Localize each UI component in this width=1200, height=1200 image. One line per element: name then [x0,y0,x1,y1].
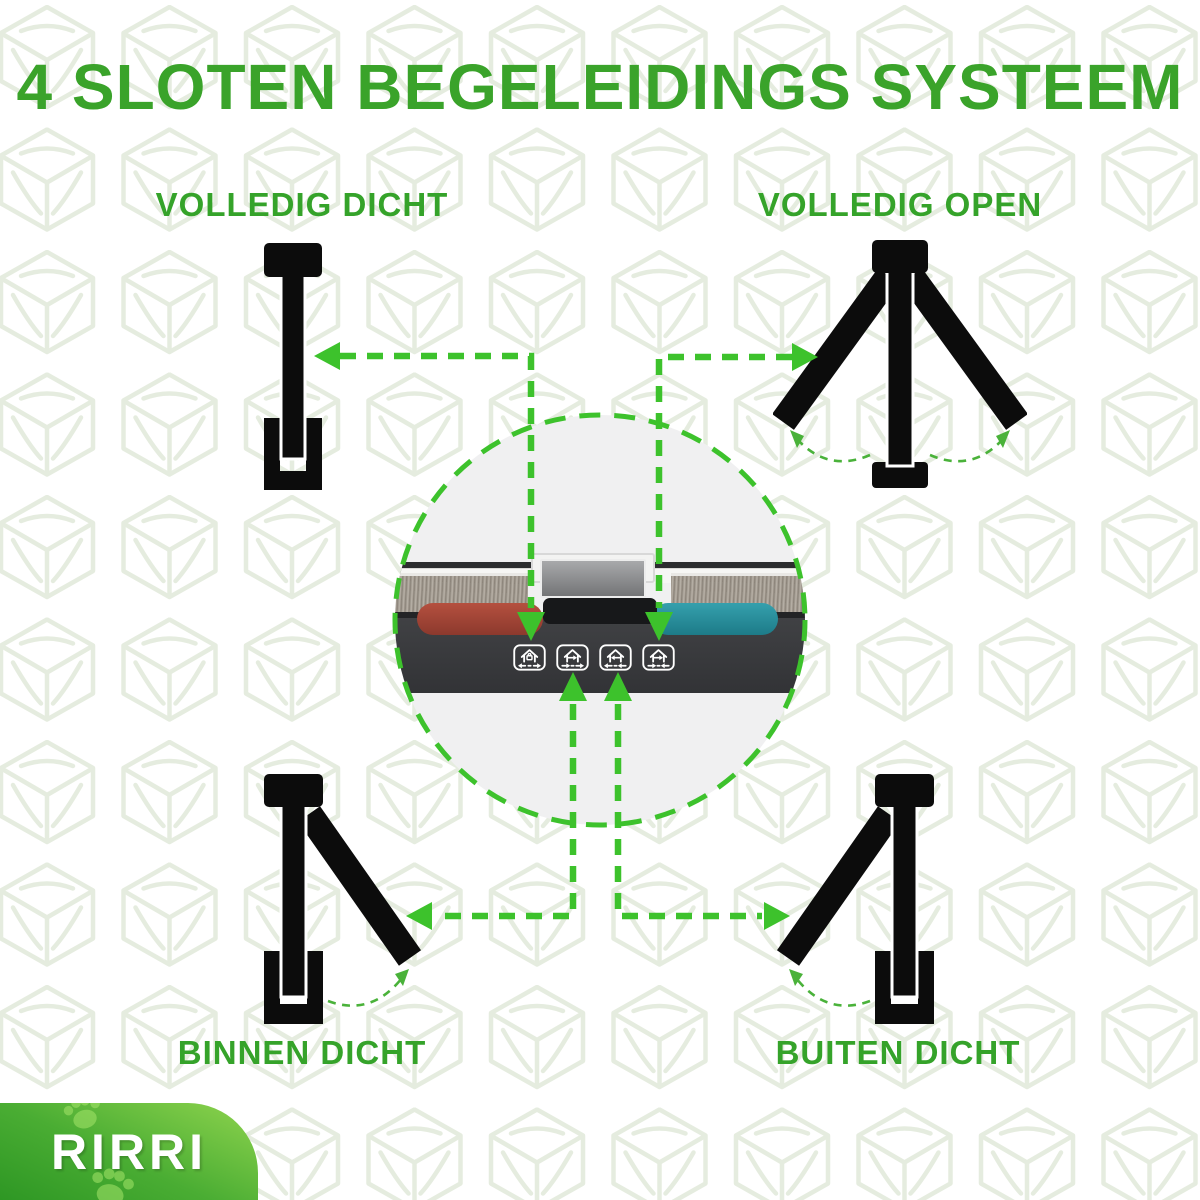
label-buiten-dicht: BUITEN DICHT [775,1034,1021,1071]
lock-mode-exit-only-icon [556,644,589,671]
paw-print-icon [63,1103,100,1129]
lock-panel-closeup [395,415,805,825]
brand-name: RIRRI [50,1123,208,1180]
lock-mode-icon-row [513,644,675,671]
flap-swing-both-ways-icon [773,240,1027,488]
handle-grip [540,559,646,598]
flap-swing-outward-icon [264,774,422,1024]
swing-direction-arrow [794,977,871,1007]
label-binnen-dicht: BINNEN DICHT [177,1034,427,1071]
flap-hinge-housing [543,598,657,624]
flap-closed-icon [264,243,322,490]
red-latch-slider [417,603,543,635]
lock-mode-open-both-ways-icon [642,644,675,671]
swing-direction-arrow [327,977,404,1007]
lock-mode-locked-icon [513,644,546,671]
brand-logo: RIRRI [0,1103,258,1200]
page-title: 4 SLOTEN BEGELEIDINGS SYSTEEM [16,51,1184,123]
lock-mode-entry-only-icon [599,644,632,671]
label-volledig-open: VOLLEDIG OPEN [757,186,1043,223]
label-volledig-dicht: VOLLEDIG DICHT [155,186,449,223]
flap-swing-inward-icon [776,774,934,1024]
teal-latch-slider [652,603,778,635]
paw-print-icon [92,1168,134,1200]
